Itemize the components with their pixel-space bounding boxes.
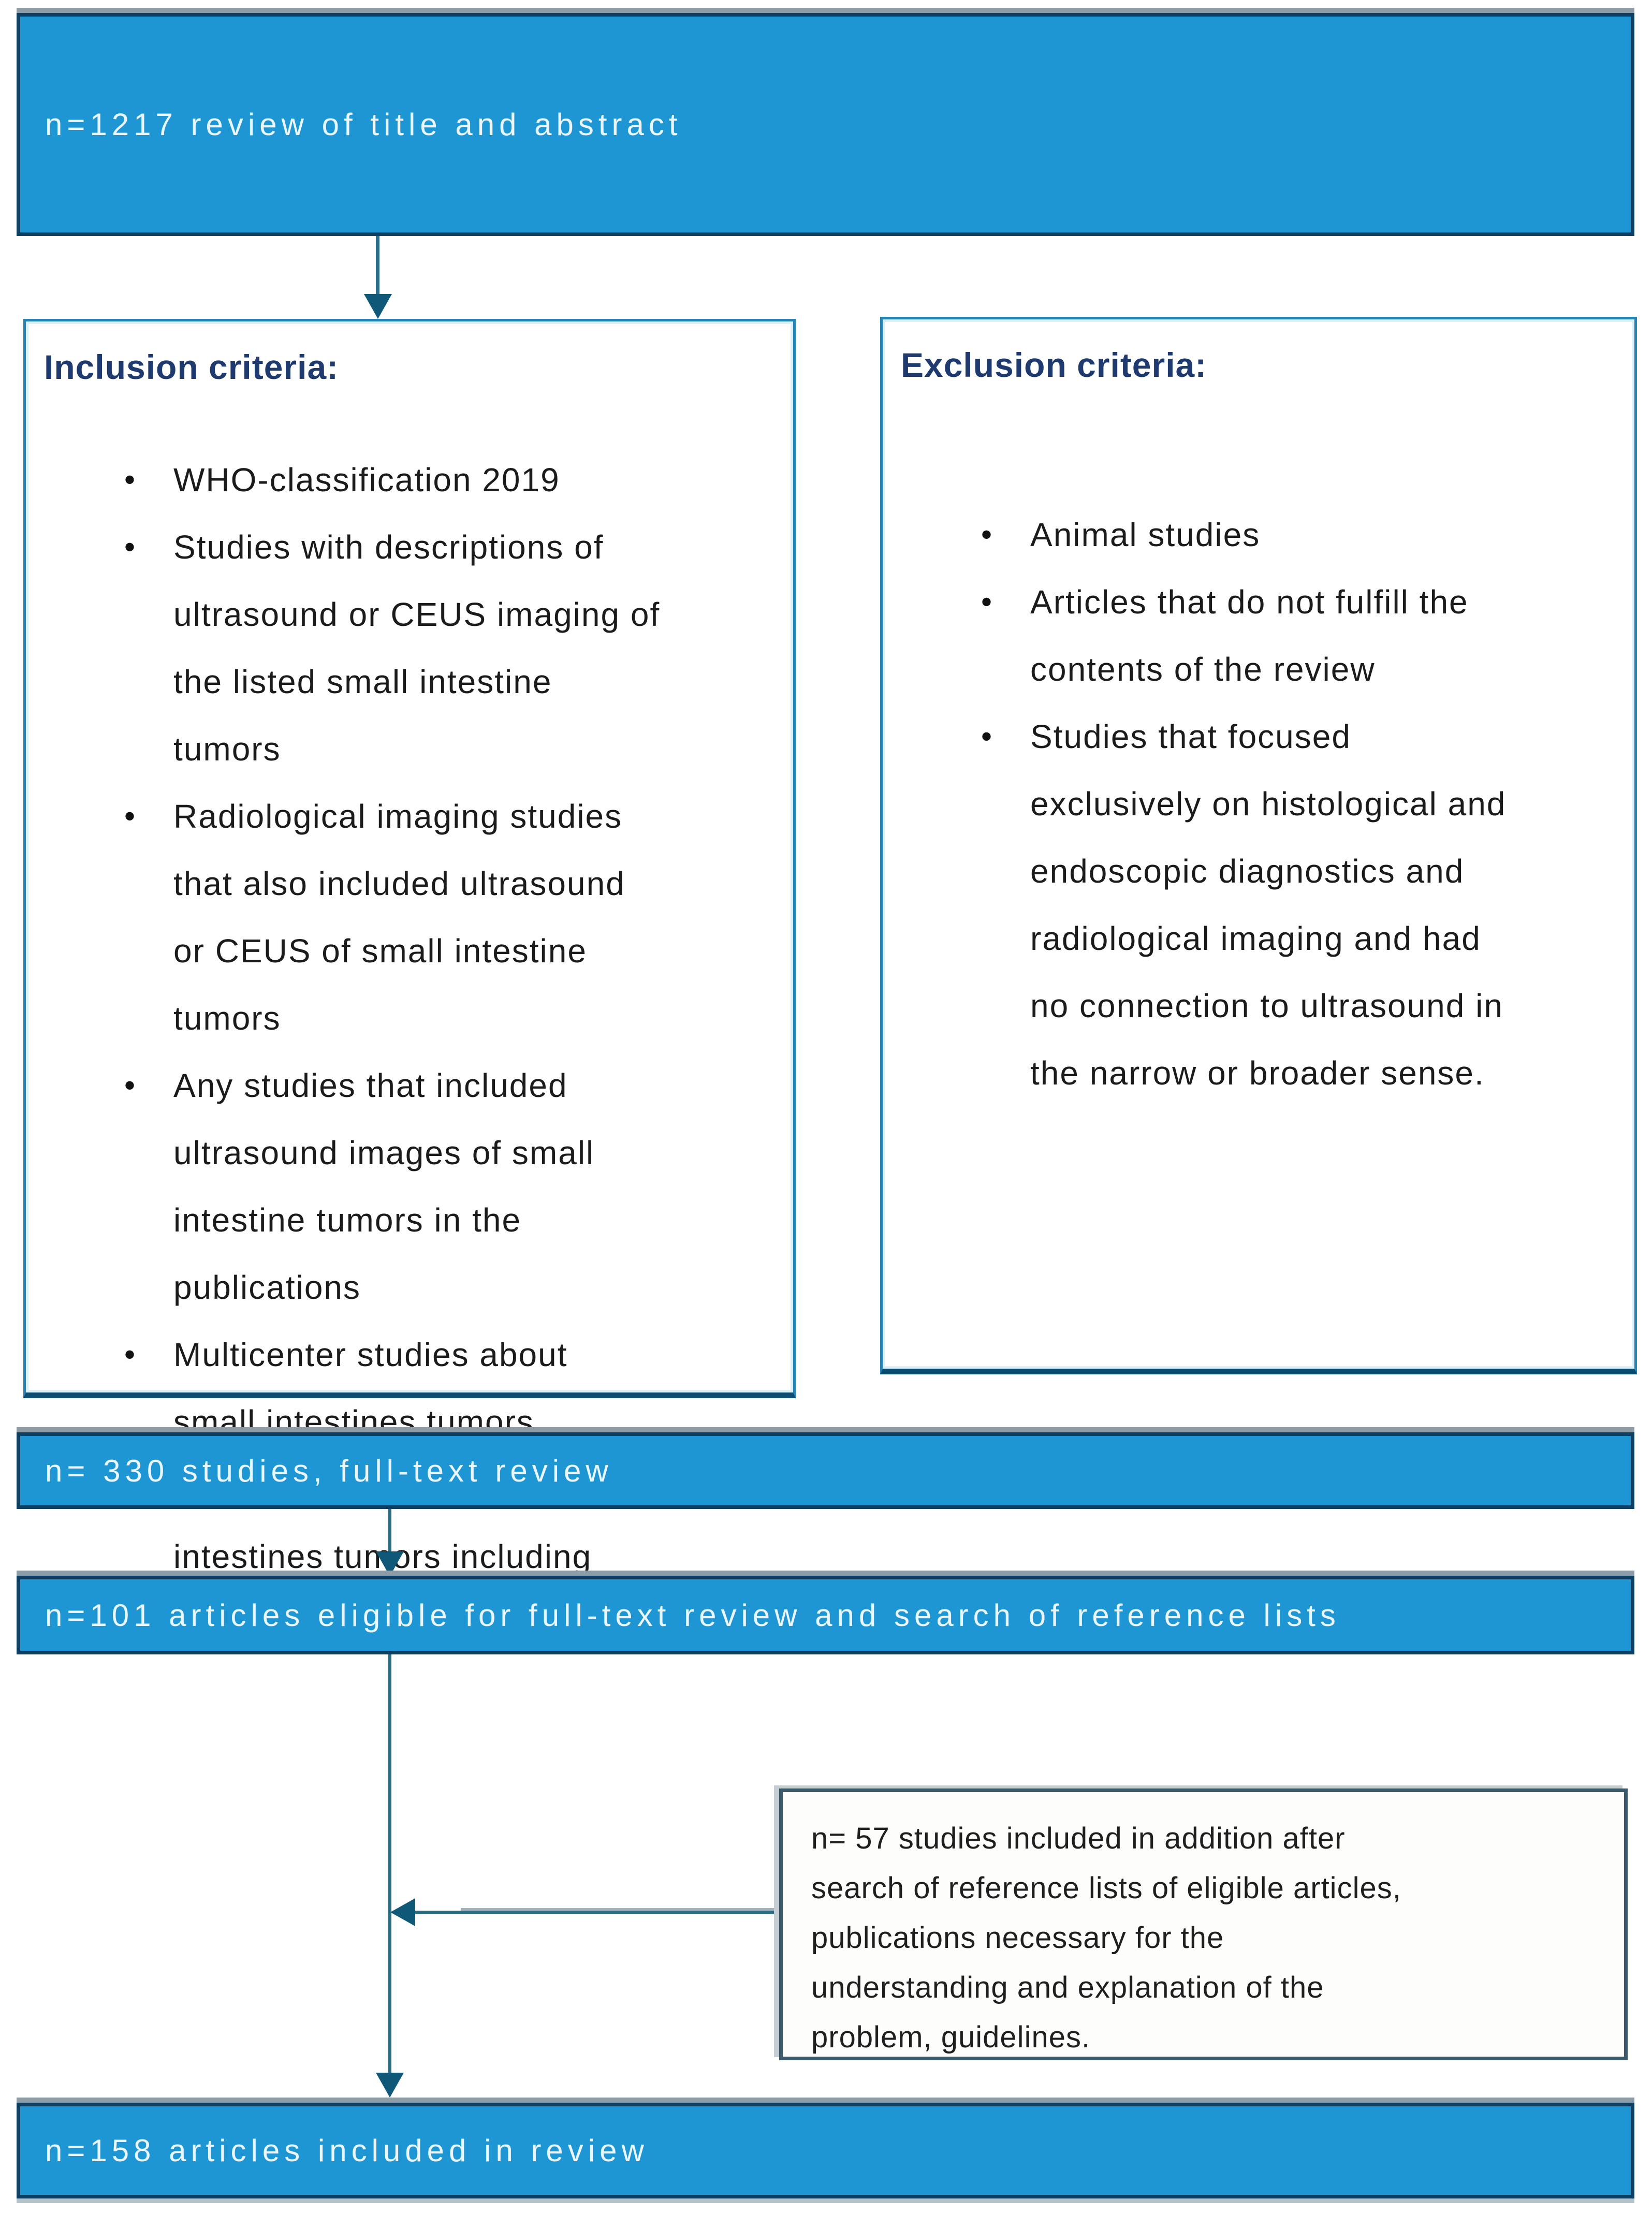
list-item: Any studies that included ultrasound ima…	[124, 1052, 772, 1321]
node-fulltext-review: n= 330 studies, full-text review	[17, 1432, 1634, 1509]
node-fulltext-review-label: n= 330 studies, full-text review	[45, 1453, 613, 1488]
exclusion-criteria-heading: Exclusion criteria:	[901, 346, 1207, 384]
node-eligible-articles: n=101 articles eligible for full-text re…	[17, 1576, 1634, 1654]
list-item: Studies with descriptions of ultrasound …	[124, 514, 772, 783]
connector-line-eligible-to-included	[388, 1654, 391, 2073]
node-title-abstract-review-label: n=1217 review of title and abstract	[45, 107, 682, 142]
list-item: Radiological imaging studies that also i…	[124, 783, 772, 1052]
connector-line-note-to-flow	[414, 1911, 779, 1914]
arrow-left-icon	[390, 1898, 415, 1926]
node-eligible-articles-label: n=101 articles eligible for full-text re…	[45, 1597, 1340, 1633]
list-item: Animal studies	[981, 501, 1614, 568]
additional-studies-note-box: n= 57 studies included in addition after…	[779, 1788, 1628, 2060]
connector-line-review-to-criteria	[376, 236, 379, 294]
inclusion-criteria-heading: Inclusion criteria:	[44, 348, 339, 386]
arrow-down-icon	[376, 1551, 404, 1576]
list-item: WHO-classification 2019	[124, 446, 772, 514]
exclusion-criteria-box: Exclusion criteria: Animal studies Artic…	[880, 317, 1637, 1374]
arrow-down-icon	[364, 294, 392, 319]
inclusion-criteria-box: Inclusion criteria: WHO-classification 2…	[23, 319, 796, 1643]
exclusion-criteria-list: Animal studies Articles that do not fulf…	[901, 501, 1614, 1107]
additional-studies-note-text: n= 57 studies included in addition after…	[811, 1822, 1401, 2054]
node-included-in-review-label: n=158 articles included in review	[45, 2133, 649, 2168]
connector-line-fulltext-to-eligible	[388, 1509, 391, 1551]
list-item: Studies that focused exclusively on hist…	[981, 703, 1614, 1107]
connector-gray-segment	[461, 1908, 779, 1913]
arrow-down-icon	[376, 2073, 404, 2098]
list-item: Articles that do not fulfill the content…	[981, 568, 1614, 703]
node-included-in-review: n=158 articles included in review	[17, 2103, 1634, 2198]
node-title-abstract-review: n=1217 review of title and abstract	[17, 13, 1634, 236]
